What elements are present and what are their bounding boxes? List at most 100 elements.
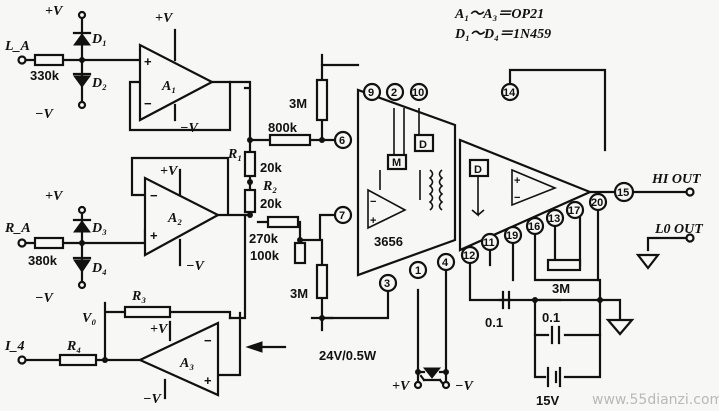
label-270k: 270k bbox=[249, 231, 279, 246]
label-minus-v-chip: −V bbox=[455, 379, 474, 394]
pin-17 bbox=[565, 200, 585, 220]
label-800k: 800k bbox=[268, 120, 298, 135]
svg-text:16: 16 bbox=[528, 221, 540, 233]
chip-label: 3656 bbox=[374, 234, 403, 249]
svg-text:3: 3 bbox=[384, 278, 390, 290]
label-380k: 380k bbox=[28, 253, 58, 268]
watermark: www.55dianzi.com bbox=[592, 392, 719, 408]
svg-text:M: M bbox=[392, 157, 401, 169]
label-lo-out: L0 OUT bbox=[654, 222, 704, 237]
terminal-hi-out bbox=[685, 187, 695, 197]
pin-7 bbox=[333, 205, 353, 225]
diode-d4 bbox=[72, 256, 92, 273]
label-r3: R₃ bbox=[131, 289, 146, 304]
label-plus-v-a1: +V bbox=[155, 11, 174, 26]
label-plus-v-1: +V bbox=[45, 4, 64, 19]
resistor-800k bbox=[268, 133, 312, 147]
svg-text:13: 13 bbox=[548, 213, 560, 225]
label-r1: R₁ bbox=[227, 147, 242, 162]
pin-13 bbox=[545, 208, 565, 228]
resistor-r4 bbox=[58, 353, 98, 367]
terminal-la bbox=[17, 55, 27, 65]
resistor-330k bbox=[33, 53, 65, 67]
terminal-d3-plus bbox=[77, 205, 87, 215]
pin-20 bbox=[588, 192, 608, 212]
svg-text:−: − bbox=[514, 192, 520, 204]
svg-text:D: D bbox=[474, 164, 482, 176]
svg-text:+: + bbox=[514, 175, 520, 187]
label-d2: D₂ bbox=[91, 76, 107, 91]
pin-19 bbox=[503, 225, 523, 245]
svg-text:6: 6 bbox=[339, 135, 345, 147]
chip-pins: 6 7 9 2 10 3 1 4 14 12 11 19 16 13 17 20… bbox=[333, 82, 635, 293]
resistor-r2-20k bbox=[243, 188, 257, 214]
note-diodes: D₁～D₄＝1N459 bbox=[454, 27, 551, 42]
svg-text:−: − bbox=[204, 333, 212, 348]
resistor-r3 bbox=[123, 305, 172, 319]
svg-text:14: 14 bbox=[503, 87, 516, 99]
label-minus-v-a2: −V bbox=[186, 259, 205, 274]
resistor-r1-20k bbox=[243, 150, 257, 178]
label-3m-top: 3M bbox=[289, 96, 307, 111]
svg-text:15: 15 bbox=[617, 187, 629, 199]
resistor-100k bbox=[293, 241, 307, 265]
pin-1 bbox=[408, 260, 428, 280]
demod-block-left bbox=[413, 133, 435, 153]
label-r2: R₂ bbox=[262, 179, 277, 194]
svg-text:9: 9 bbox=[368, 87, 374, 99]
svg-text:10: 10 bbox=[412, 87, 424, 99]
opamp-a2: − + A₂ bbox=[143, 168, 221, 267]
svg-text:20: 20 bbox=[591, 197, 603, 209]
zener-diode bbox=[416, 367, 448, 386]
capacitor-c2 bbox=[550, 325, 561, 345]
opamp-a3: − + A₃ bbox=[137, 320, 220, 400]
demod-block-right bbox=[468, 158, 490, 178]
svg-text:+: + bbox=[370, 215, 376, 227]
resistor-3m-bottom bbox=[315, 263, 329, 300]
svg-text:19: 19 bbox=[506, 230, 518, 242]
pin-6 bbox=[333, 130, 353, 150]
label-20k-a: 20k bbox=[260, 160, 282, 175]
label-hi-out: HI OUT bbox=[651, 172, 702, 187]
input-label-ia: I_4 bbox=[4, 339, 24, 354]
pin-11 bbox=[480, 232, 500, 252]
diode-d1 bbox=[72, 31, 92, 46]
pin-2 bbox=[385, 82, 405, 102]
terminal-neg-v bbox=[441, 380, 451, 390]
ground-symbol-right bbox=[605, 318, 635, 336]
ground-symbol-lo-out bbox=[635, 253, 661, 270]
label-330k: 330k bbox=[30, 68, 60, 83]
label-a2: A₂ bbox=[167, 211, 182, 226]
terminal-d1-plus bbox=[77, 10, 87, 20]
pin-10 bbox=[409, 82, 429, 102]
resistor-270k bbox=[266, 215, 300, 229]
svg-text:12: 12 bbox=[463, 250, 475, 262]
terminal-ia bbox=[17, 355, 27, 365]
label-100k: 100k bbox=[250, 248, 280, 263]
input-label-ra: R_A bbox=[4, 221, 31, 236]
svg-text:2: 2 bbox=[391, 87, 397, 99]
terminal-ra bbox=[17, 238, 27, 248]
label-d3: D₃ bbox=[91, 221, 107, 236]
svg-text:−: − bbox=[370, 196, 376, 208]
modulator-block bbox=[386, 153, 408, 171]
label-minus-v-2: −V bbox=[35, 291, 54, 306]
signal-arrow bbox=[245, 341, 287, 353]
label-a3: A₃ bbox=[179, 356, 194, 371]
battery-15v bbox=[546, 366, 562, 388]
svg-text:+: + bbox=[150, 228, 158, 243]
label-d4: D₄ bbox=[91, 261, 107, 276]
note-amps: A₁～A₃＝OP21 bbox=[454, 7, 544, 22]
terminal-lo-out bbox=[685, 233, 695, 243]
resistor-3m-right bbox=[546, 258, 582, 272]
label-3m-right: 3M bbox=[552, 281, 570, 296]
capacitor-c1 bbox=[501, 290, 511, 310]
pin-12 bbox=[460, 245, 480, 265]
diode-d2 bbox=[72, 72, 92, 88]
input-label-la: L_A bbox=[4, 39, 30, 54]
label-cap-2: 0.1 bbox=[542, 310, 560, 325]
label-v0: V₀ bbox=[82, 311, 96, 326]
label-plus-v-a3: +V bbox=[150, 322, 169, 337]
